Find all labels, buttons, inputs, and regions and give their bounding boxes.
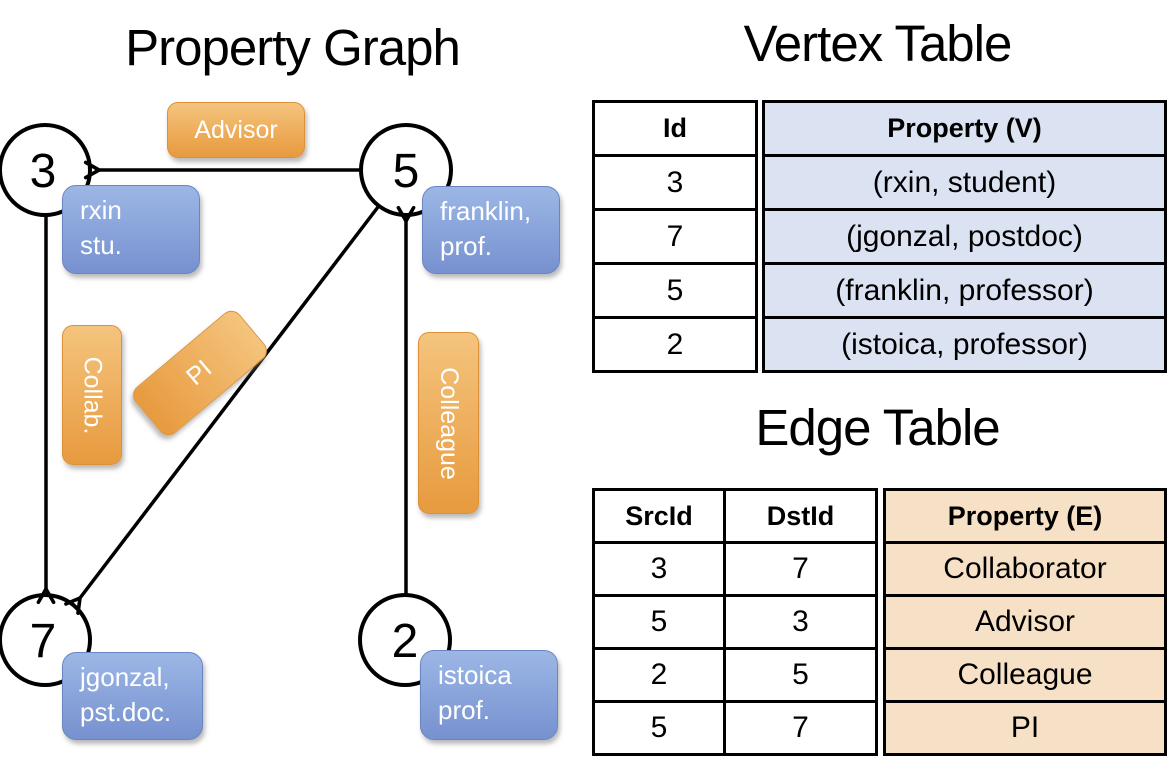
edge-table-dstid-header: DstId: [726, 491, 875, 541]
edge-label-colleague-text: Colleague: [435, 366, 463, 480]
vertex-table-title: Vertex Table: [743, 15, 1013, 72]
node-7-id: 7: [30, 615, 57, 668]
edge-table-row-src: 2: [595, 650, 726, 700]
node-7-property-line1: jgonzal,: [80, 662, 170, 692]
edge-label-pi-text: PI: [181, 354, 218, 391]
node-2-property-line1: istoica: [438, 660, 512, 690]
edge-label-collab-text: Collab.: [78, 356, 107, 434]
node-7-property-box: jgonzal, pst.doc.: [62, 652, 203, 740]
edge-table-title: Edge Table: [755, 399, 1000, 456]
edge-table-srcid-header: SrcId: [595, 491, 726, 541]
edge-pi-arrow-5-to-7: [64, 205, 380, 615]
edge-table-row-src: 5: [595, 703, 726, 753]
vertex-table-property-header: Property (V): [765, 103, 1164, 154]
node-3-property-box: rxin stu.: [62, 185, 200, 274]
node-5-property-line2: prof.: [440, 231, 493, 261]
node-2-property-box: istoica prof.: [420, 650, 558, 740]
vertex-table-row-property: (istoica, professor): [765, 316, 1164, 370]
edge-label-advisor-text: Advisor: [194, 115, 278, 144]
node-3-property-line1: rxin: [80, 195, 122, 225]
edge-table-id-columns: SrcId DstId 3 7 5 3 2 5 5 7: [592, 488, 878, 756]
node-5-id: 5: [393, 145, 420, 198]
edge-table-row-dst: 5: [726, 650, 875, 700]
property-graph-title: Property Graph: [125, 19, 461, 76]
edge-table-row-dst: 7: [726, 544, 875, 594]
vertex-table-row-property: (jgonzal, postdoc): [765, 208, 1164, 262]
edge-table-row-property: Collaborator: [886, 541, 1164, 594]
vertex-table-row-id: 5: [595, 262, 755, 316]
edge-table-row-property: Colleague: [886, 647, 1164, 700]
node-2-id: 2: [392, 615, 419, 668]
node-3-property-line2: stu.: [80, 230, 122, 260]
vertex-table-row-id: 2: [595, 316, 755, 370]
vertex-table-id-column: Id 3 7 5 2: [592, 100, 758, 373]
node-2-property-line2: prof.: [438, 695, 491, 725]
vertex-table-row-property: (rxin, student): [765, 154, 1164, 208]
vertex-table-row-id: 7: [595, 208, 755, 262]
edge-table-row-src: 3: [595, 544, 726, 594]
node-5-property-line1: franklin,: [440, 196, 532, 226]
vertex-table-row-property: (franklin, professor): [765, 262, 1164, 316]
edge-table-property-header: Property (E): [886, 491, 1164, 541]
edge-table-row-property: Advisor: [886, 594, 1164, 647]
vertex-table-property-column: Property (V) (rxin, student) (jgonzal, p…: [762, 100, 1167, 373]
vertex-table-row-id: 3: [595, 154, 755, 208]
edge-label-collab: Collab.: [62, 325, 122, 465]
node-5-property-box: franklin, prof.: [422, 186, 560, 274]
edge-table-row-dst: 3: [726, 597, 875, 647]
edge-table-row-src: 5: [595, 597, 726, 647]
edge-label-colleague: Colleague: [418, 332, 479, 514]
edge-table-property-column: Property (E) Collaborator Advisor Collea…: [883, 488, 1167, 756]
edge-table-row-dst: 7: [726, 703, 875, 753]
edge-table-row-property: PI: [886, 700, 1164, 753]
node-7-property-line2: pst.doc.: [80, 697, 172, 727]
edge-label-advisor: Advisor: [167, 102, 305, 158]
vertex-table-id-header: Id: [595, 103, 755, 154]
node-3-id: 3: [30, 145, 57, 198]
